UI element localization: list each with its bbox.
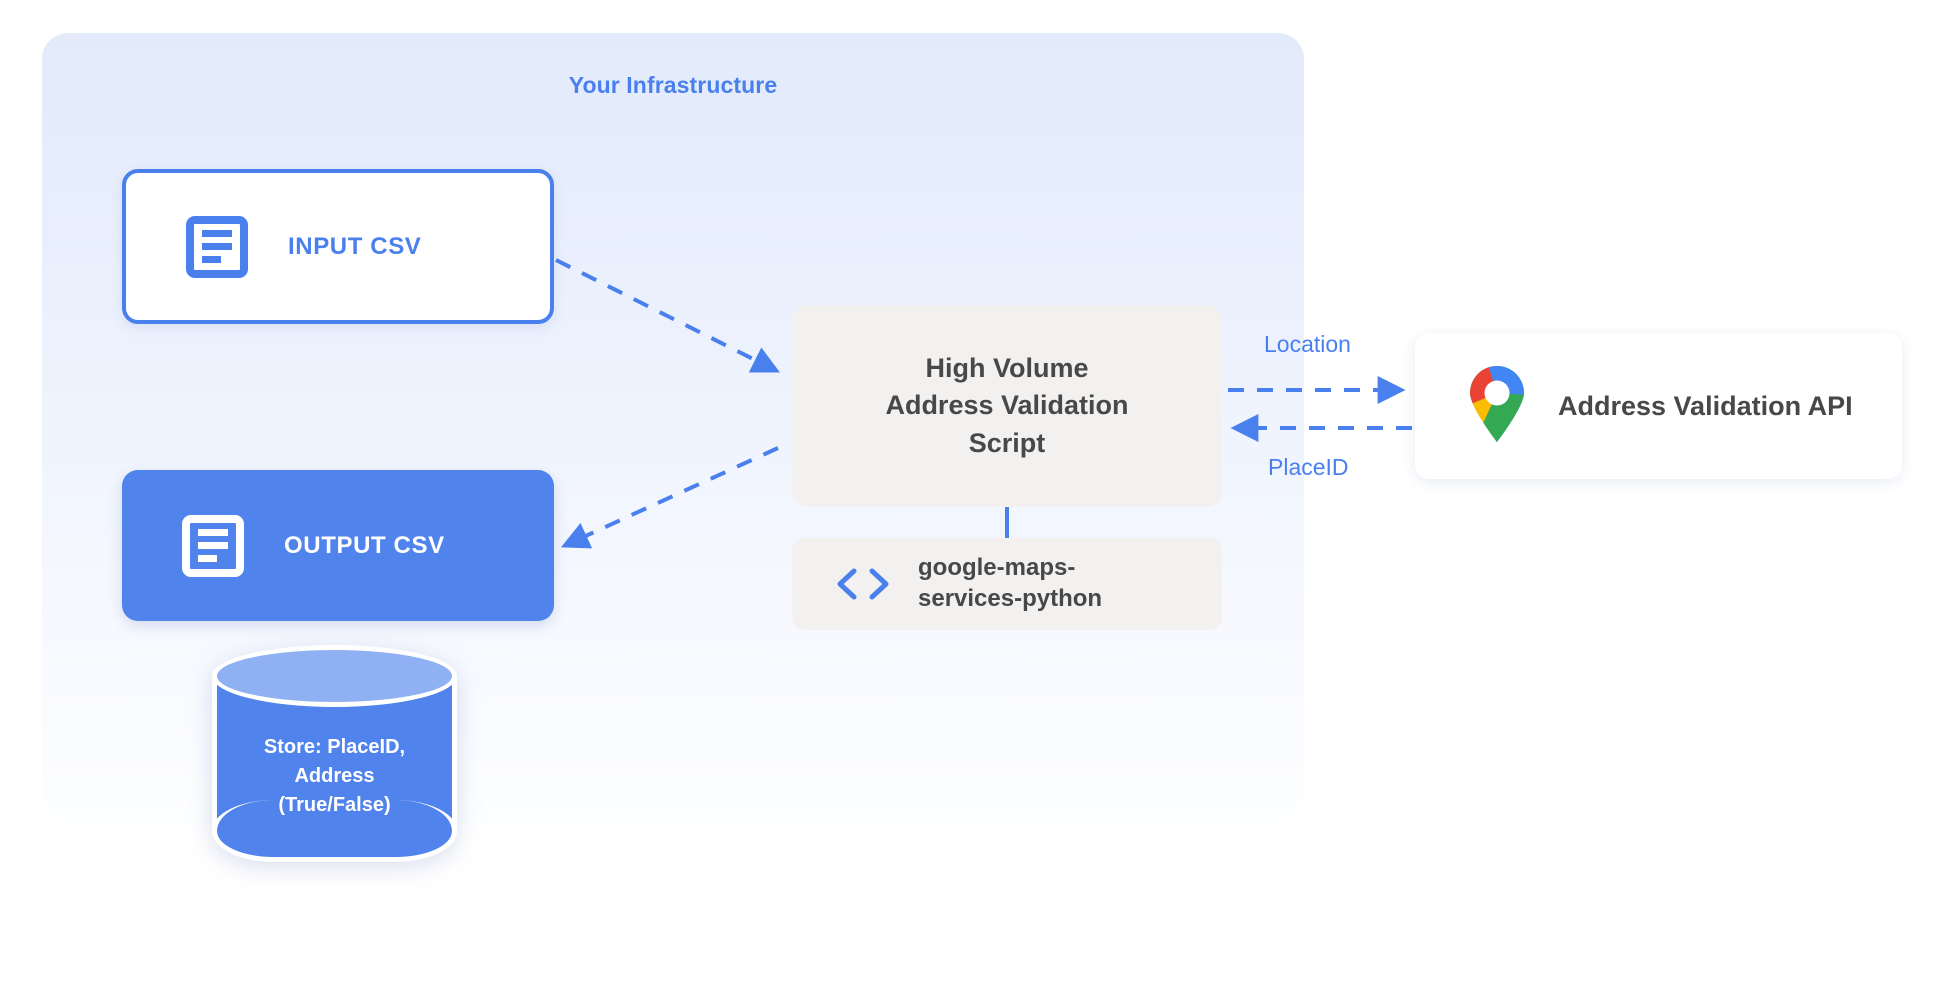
edge-label-location: Location [1264,331,1351,357]
script-box[interactable]: High Volume Address Validation Script [792,305,1222,507]
library-box[interactable]: google-maps- services-python [792,538,1222,630]
document-icon [186,215,248,278]
database-line-3: (True/False) [278,794,391,816]
script-line-2: Address Validation [885,390,1129,421]
input-csv-label: INPUT CSV [288,232,422,260]
database-cylinder[interactable]: Store: PlaceID, Address (True/False) [212,645,457,862]
database-top-ellipse [212,645,457,707]
edge-label-placeid: PlaceID [1268,454,1349,480]
input-csv-card[interactable]: INPUT CSV [122,169,554,324]
library-line-1: google-maps- [918,554,1076,582]
database-line-1: Store: PlaceID, [263,736,406,758]
infrastructure-title: Your Infrastructure [568,72,778,98]
library-label: google-maps- services-python [918,553,1102,614]
address-validation-api-card[interactable]: Address Validation API [1415,333,1902,479]
script-line-3: Script [968,427,1046,458]
document-icon [182,514,244,577]
script-library-connector [1005,507,1009,539]
database-label: Store: PlaceID, Address (True/False) [212,733,457,820]
api-label: Address Validation API [1558,390,1853,421]
output-csv-card[interactable]: OUTPUT CSV [122,470,554,621]
google-maps-pin-icon [1466,365,1528,448]
database-line-2: Address [294,765,375,787]
output-csv-label: OUTPUT CSV [284,531,445,559]
database-bottom-ellipse [212,800,457,862]
code-brackets-icon [834,567,892,601]
script-line-1: High Volume [925,352,1089,383]
library-line-2: services-python [918,585,1103,612]
